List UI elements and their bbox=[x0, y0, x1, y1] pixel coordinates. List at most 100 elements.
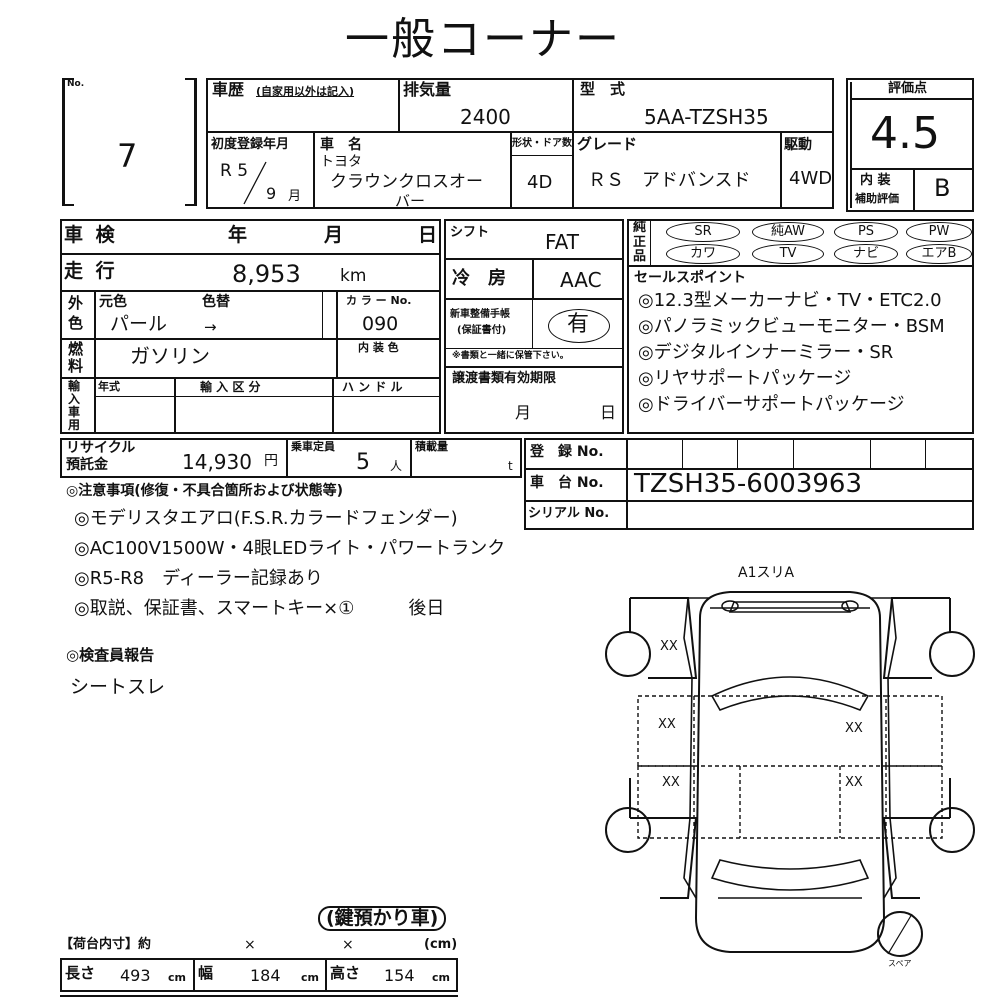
recycle-label-1: リサイクル bbox=[66, 440, 136, 456]
damage-mark-front-left: XX bbox=[660, 639, 678, 654]
history-label: 車歴 bbox=[212, 80, 245, 99]
load-label: 積載量 bbox=[415, 440, 448, 453]
shift-block bbox=[444, 219, 624, 434]
mileage-unit: km bbox=[340, 266, 367, 286]
equipment-side-2: 正 bbox=[633, 235, 647, 250]
serial-label: シリアル No. bbox=[528, 506, 610, 521]
recycle-block bbox=[60, 438, 522, 478]
displacement-value: 2400 bbox=[460, 105, 511, 129]
car-name-line1: クラウンクロスオー bbox=[330, 172, 483, 192]
score-box bbox=[846, 78, 974, 212]
equip-airbag: エアB bbox=[906, 244, 972, 264]
aircon-value: AAC bbox=[560, 268, 602, 292]
registration-label: 登 録 No. bbox=[530, 444, 604, 460]
cargo-x1: × bbox=[244, 937, 256, 953]
sales-point-4: ◎リヤサポートパッケージ bbox=[638, 368, 852, 389]
grade-value: ＲＳ アドバンスド bbox=[588, 170, 751, 191]
score-value: 4.5 bbox=[870, 108, 940, 159]
capacity-unit: 人 bbox=[390, 459, 403, 473]
notes-label: ◎注意事項(修復・不具合箇所および状態等) bbox=[66, 483, 344, 499]
color-arrow: → bbox=[204, 318, 217, 336]
sales-points-label: セールスポイント bbox=[634, 270, 746, 286]
first-reg-era: R 5 bbox=[220, 161, 249, 181]
recycle-label-2: 預託金 bbox=[66, 457, 108, 473]
equipment-side-1: 純 bbox=[633, 220, 647, 235]
shift-value: FAT bbox=[545, 230, 580, 254]
mileage-label: 走 行 bbox=[64, 260, 118, 282]
doors-label: 形状・ドア数 bbox=[512, 138, 572, 149]
transfer-month: 月 bbox=[515, 403, 532, 422]
equipment-block bbox=[627, 219, 974, 434]
car-maker: トヨタ bbox=[320, 154, 362, 170]
first-reg-month: 9 bbox=[266, 184, 277, 203]
sales-point-1: ◎12.3型メーカーナビ・TV・ETC2.0 bbox=[638, 290, 942, 311]
displacement-label: 排気量 bbox=[403, 80, 452, 99]
cargo-x2: × bbox=[342, 937, 354, 953]
note-3: ◎R5-R8 ディーラー記録あり bbox=[74, 568, 323, 589]
lot-number: 7 bbox=[117, 137, 138, 175]
cargo-width-label: 幅 bbox=[198, 964, 214, 982]
note-1: ◎モデリスタエアロ(F.S.R.カラードフェンダー) bbox=[74, 508, 458, 529]
lot-no-label: No. bbox=[67, 79, 85, 89]
sales-point-2: ◎パノラミックビューモニター・BSM bbox=[638, 316, 945, 337]
chassis-value: TZSH35-6003963 bbox=[634, 469, 863, 499]
import-year-label: 年式 bbox=[98, 380, 120, 393]
damage-mark-door-rl: XX bbox=[662, 775, 680, 790]
change-color-label: 色替 bbox=[202, 294, 230, 310]
equip-genuine-aw: 純AW bbox=[752, 222, 824, 242]
maintenance-value: 有 bbox=[567, 312, 590, 337]
inspection-day: 日 bbox=[418, 224, 438, 246]
inspection-year: 年 bbox=[228, 224, 248, 246]
inspection-label: 車 検 bbox=[64, 224, 118, 246]
history-note: (自家用以外は記入) bbox=[256, 85, 355, 98]
cargo-length-label: 長さ bbox=[65, 964, 96, 982]
note-2: ◎AC100V1500W・4眼LEDライト・パワートランク bbox=[74, 538, 506, 559]
damage-mark-door-fr: XX bbox=[845, 721, 863, 736]
capacity-value: 5 bbox=[356, 450, 370, 475]
damage-mark-door-fl: XX bbox=[658, 717, 676, 732]
import-side-label: 輸入車用 bbox=[68, 379, 81, 432]
fuel-side-1: 燃 bbox=[68, 340, 84, 358]
color-code-value: 090 bbox=[362, 313, 399, 335]
model-label: 型 式 bbox=[580, 80, 626, 98]
shift-label: シフト bbox=[450, 225, 490, 240]
interior-score-value: B bbox=[934, 174, 951, 202]
fuel-value: ガソリン bbox=[130, 344, 210, 368]
drive-value: 4WD bbox=[789, 168, 833, 189]
transfer-day: 日 bbox=[600, 403, 617, 422]
vehicle-info-box bbox=[206, 78, 834, 209]
inspector-value: シートスレ bbox=[70, 676, 166, 698]
car-name-label: 車 名 bbox=[320, 137, 362, 153]
orig-color-value: パール bbox=[110, 313, 168, 335]
import-class-label: 輸 入 区 分 bbox=[200, 380, 261, 394]
note-4: ◎取説、保証書、スマートキー×① 後日 bbox=[74, 598, 445, 619]
page-title: 一般コーナー bbox=[345, 14, 621, 65]
model-value: 5AA-TZSH35 bbox=[644, 105, 769, 129]
inspection-month: 月 bbox=[324, 224, 344, 246]
grade-label: グレード bbox=[577, 135, 638, 153]
equipment-side-3: 品 bbox=[633, 249, 647, 264]
date-slash bbox=[243, 161, 267, 205]
cargo-height-value: 154 bbox=[384, 966, 415, 985]
doors-value: 4D bbox=[527, 172, 553, 193]
chassis-label: 車 台 No. bbox=[530, 475, 604, 491]
load-unit: t bbox=[508, 459, 513, 473]
maintenance-label-1: 新車整備手帳 bbox=[450, 309, 510, 320]
registration-block bbox=[524, 438, 974, 530]
transfer-label: 譲渡書類有効期限 bbox=[452, 371, 557, 386]
cargo-height-unit: cm bbox=[432, 971, 450, 984]
cargo-length-unit: cm bbox=[168, 971, 186, 984]
car-diagram bbox=[605, 591, 975, 957]
score-label: 評価点 bbox=[888, 81, 928, 96]
interior-label-2: 補助評価 bbox=[855, 192, 899, 205]
equip-navi: ナビ bbox=[834, 244, 898, 264]
interior-label-1: 内 装 bbox=[860, 173, 891, 188]
cargo-width-unit: cm bbox=[301, 971, 319, 984]
sales-point-5: ◎ドライバーサポートパッケージ bbox=[638, 394, 905, 415]
color-side-2: 色 bbox=[68, 314, 84, 332]
fuel-side-2: 料 bbox=[68, 357, 84, 375]
equip-pw: PW bbox=[906, 222, 972, 242]
cargo-table bbox=[60, 958, 458, 992]
cargo-height-label: 高さ bbox=[330, 964, 361, 982]
key-stamp: (鍵預かり車) bbox=[318, 906, 447, 931]
